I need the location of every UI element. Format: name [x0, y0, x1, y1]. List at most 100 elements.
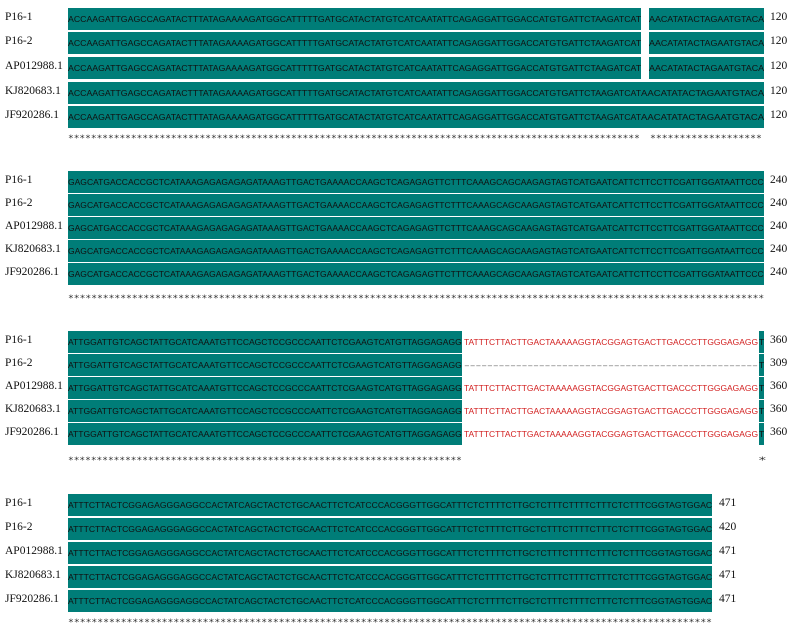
sequence-segment: T: [759, 377, 764, 399]
variant-segment: TATTTCTTACTTGACTAAAAAGGTACGGAGTGACTTGACC…: [464, 383, 758, 393]
sequence-segment: ACCAAGATTGAGCCAGATACTTTATAGAAAAGATGGCATT…: [68, 32, 641, 54]
position-number: 120: [770, 60, 788, 72]
alignment-row: JF920286.1 ATTTCTTACTCGGAGAGGGAGGCCACTAT…: [0, 590, 791, 612]
sequence-segment: ACCAAGATTGAGCCAGATACTTTATAGAAAAGATGGCATT…: [68, 82, 641, 104]
alignment-row: P16-1 ATTGGATTGTCAGCTATTGCATCAAATGTTCCAG…: [0, 331, 791, 353]
sequence-segment: ATTGGATTGTCAGCTATTGCATCAAATGTTCCAGCTCCGC…: [68, 400, 462, 422]
sequence-segment: AACATATACTAGAATGTACA: [649, 57, 764, 79]
sequence-segment: AACATATACTAGAATGTACA: [649, 8, 764, 30]
conservation-stars: ****************************************…: [68, 456, 462, 466]
position-number: 360: [770, 426, 788, 438]
sequence-segment: ATTGGATTGTCAGCTATTGCATCAAATGTTCCAGCTCCGC…: [68, 423, 462, 445]
sequence-segment: ATTTCTTACTCGGAGAGGGAGGCCACTATCAGCTACTCTG…: [68, 518, 712, 540]
alignment-row: JF920286.1 ACCAAGATTGAGCCAGATACTTTATAGAA…: [0, 106, 791, 128]
sequence-segment: ACCAAGATTGAGCCAGATACTTTATAGAAAAGATGGCATT…: [68, 106, 641, 128]
sequence-segment: AACATATACTAGAATGTACA: [641, 82, 764, 104]
sequence-segment: ATTTCTTACTCGGAGAGGGAGGCCACTATCAGCTACTCTG…: [68, 566, 712, 588]
sequence-segment: AACATATACTAGAATGTACA: [641, 106, 764, 128]
sequence-label: AP012988.1: [5, 220, 63, 232]
sequence-label: KJ820683.1: [5, 243, 61, 255]
conservation-stars: ****************************************…: [68, 294, 764, 304]
alignment-row: P16-2 ATTGGATTGTCAGCTATTGCATCAAATGTTCCAG…: [0, 354, 791, 376]
sequence-label: P16-1: [5, 11, 33, 23]
position-number: 240: [770, 266, 788, 278]
sequence-segment: ATTTCTTACTCGGAGAGGGAGGCCACTATCAGCTACTCTG…: [68, 590, 712, 612]
alignment-row: P16-2 GAGCATGACCACCGCTCATAAAGAGAGAGAGATA…: [0, 194, 791, 216]
position-number: 360: [770, 403, 788, 415]
position-number: 360: [770, 380, 788, 392]
alignment-row: P16-1 ATTTCTTACTCGGAGAGGGAGGCCACTATCAGCT…: [0, 494, 791, 516]
alignment-row: JF920286.1 ATTGGATTGTCAGCTATTGCATCAAATGT…: [0, 423, 791, 445]
alignment-row: P16-2 ACCAAGATTGAGCCAGATACTTTATAGAAAAGAT…: [0, 32, 791, 54]
position-number: 120: [770, 11, 788, 23]
position-number: 360: [770, 334, 788, 346]
sequence-segment: GAGCATGACCACCGCTCATAAAGAGAGAGAGATAAAGTTG…: [68, 240, 764, 262]
sequence-label: P16-2: [5, 197, 33, 209]
sequence-label: P16-2: [5, 521, 33, 533]
sequence-segment: GAGCATGACCACCGCTCATAAAGAGAGAGAGATAAAGTTG…: [68, 194, 764, 216]
sequence-label: P16-2: [5, 35, 33, 47]
sequence-label: JF920286.1: [5, 266, 59, 278]
alignment-row: P16-1 ACCAAGATTGAGCCAGATACTTTATAGAAAAGAT…: [0, 8, 791, 30]
sequence-segment: GAGCATGACCACCGCTCATAAAGAGAGAGAGATAAAGTTG…: [68, 263, 764, 285]
position-number: 471: [719, 569, 737, 581]
position-number: 420: [719, 521, 737, 533]
sequence-label: AP012988.1: [5, 380, 63, 392]
alignment-row: KJ820683.1 ATTTCTTACTCGGAGAGGGAGGCCACTAT…: [0, 566, 791, 588]
sequence-segment: T: [759, 331, 764, 353]
alignment-row: P16-1 GAGCATGACCACCGCTCATAAAGAGAGAGAGATA…: [0, 171, 791, 193]
conservation-stars: ****************************************…: [68, 618, 712, 628]
sequence-label: AP012988.1: [5, 545, 63, 557]
alignment-row: KJ820683.1 GAGCATGACCACCGCTCATAAAGAGAGAG…: [0, 240, 791, 262]
position-number: 240: [770, 220, 788, 232]
alignment-row: AP012988.1 GAGCATGACCACCGCTCATAAAGAGAGAG…: [0, 217, 791, 239]
alignment-row: AP012988.1 ATTGGATTGTCAGCTATTGCATCAAATGT…: [0, 377, 791, 399]
sequence-segment: ATTGGATTGTCAGCTATTGCATCAAATGTTCCAGCTCCGC…: [68, 354, 462, 376]
sequence-segment: GAGCATGACCACCGCTCATAAAGAGAGAGAGATAAAGTTG…: [68, 171, 764, 193]
variant-segment: TATTTCTTACTTGACTAAAAAGGTACGGAGTGACTTGACC…: [464, 337, 758, 347]
position-number: 240: [770, 174, 788, 186]
sequence-segment: ATTTCTTACTCGGAGAGGGAGGCCACTATCAGCTACTCTG…: [68, 494, 712, 516]
position-number: 120: [770, 85, 788, 97]
position-number: 471: [719, 545, 737, 557]
sequence-segment: AACATATACTAGAATGTACA: [649, 32, 764, 54]
sequence-segment: ATTTCTTACTCGGAGAGGGAGGCCACTATCAGCTACTCTG…: [68, 542, 712, 564]
position-number: 240: [770, 243, 788, 255]
alignment-row: AP012988.1 ACCAAGATTGAGCCAGATACTTTATAGAA…: [0, 57, 791, 79]
sequence-label: JF920286.1: [5, 109, 59, 121]
sequence-label: P16-1: [5, 174, 33, 186]
alignment-row: AP012988.1 ATTTCTTACTCGGAGAGGGAGGCCACTAT…: [0, 542, 791, 564]
sequence-label: P16-2: [5, 357, 33, 369]
position-number: 120: [770, 109, 788, 121]
sequence-label: KJ820683.1: [5, 403, 61, 415]
alignment-row: KJ820683.1 ATTGGATTGTCAGCTATTGCATCAAATGT…: [0, 400, 791, 422]
conservation-stars: *******************: [650, 134, 762, 144]
sequence-label: AP012988.1: [5, 60, 63, 72]
position-number: 120: [770, 35, 788, 47]
sequence-segment: T: [759, 423, 764, 445]
sequence-label: JF920286.1: [5, 426, 59, 438]
position-number: 471: [719, 593, 737, 605]
conservation-stars: ****************************************…: [68, 134, 640, 144]
position-number: 309: [770, 357, 788, 369]
conservation-stars: *: [758, 456, 766, 466]
alignment-row: KJ820683.1 ACCAAGATTGAGCCAGATACTTTATAGAA…: [0, 82, 791, 104]
sequence-segment: ATTGGATTGTCAGCTATTGCATCAAATGTTCCAGCTCCGC…: [68, 331, 462, 353]
variant-segment: TATTTCTTACTTGACTAAAAAGGTACGGAGTGACTTGACC…: [464, 429, 758, 439]
variant-segment: TATTTCTTACTTGACTAAAAAGGTACGGAGTGACTTGACC…: [464, 406, 758, 416]
sequence-segment: ACCAAGATTGAGCCAGATACTTTATAGAAAAGATGGCATT…: [68, 57, 641, 79]
sequence-label: KJ820683.1: [5, 569, 61, 581]
sequence-segment: ATTGGATTGTCAGCTATTGCATCAAATGTTCCAGCTCCGC…: [68, 377, 462, 399]
sequence-label: P16-1: [5, 334, 33, 346]
sequence-label: KJ820683.1: [5, 85, 61, 97]
position-number: 471: [719, 497, 737, 509]
sequence-label: JF920286.1: [5, 593, 59, 605]
sequence-segment: ACCAAGATTGAGCCAGATACTTTATAGAAAAGATGGCATT…: [68, 8, 641, 30]
sequence-segment: T: [759, 354, 764, 376]
sequence-segment: T: [759, 400, 764, 422]
gap-segment: ----------------------------------------…: [464, 360, 758, 370]
alignment-row: P16-2 ATTTCTTACTCGGAGAGGGAGGCCACTATCAGCT…: [0, 518, 791, 540]
alignment-row: JF920286.1 GAGCATGACCACCGCTCATAAAGAGAGAG…: [0, 263, 791, 285]
sequence-label: P16-1: [5, 497, 33, 509]
position-number: 240: [770, 197, 788, 209]
